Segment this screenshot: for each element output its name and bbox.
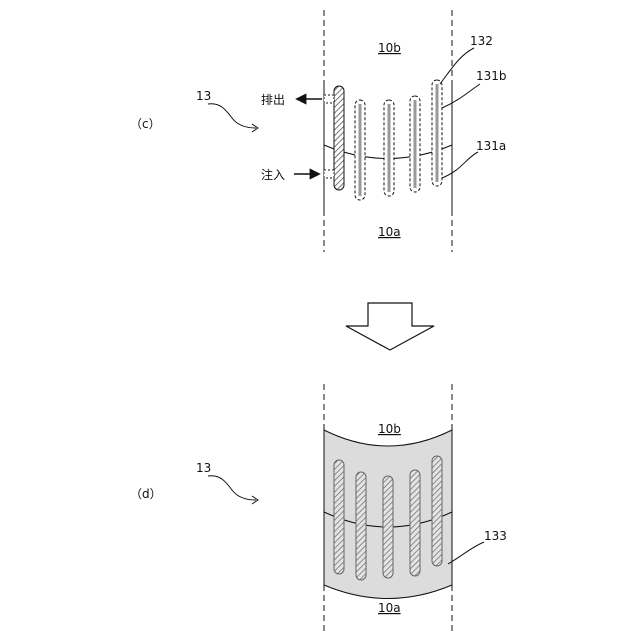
panel-c-rod-1 [334, 86, 344, 190]
panel-d-top-region: 10b [378, 422, 401, 436]
panel-d-rod-3 [383, 476, 393, 578]
panel-c-callout-132: 132 [470, 34, 493, 48]
panel-c-ref-leader [208, 104, 256, 128]
panel-c-callout-132-leader [440, 48, 474, 84]
panel-c-discharge-port [324, 95, 334, 103]
panel-d-rod-4 [410, 470, 420, 576]
panel-d-callout-133-leader [448, 542, 484, 564]
panel-c-callout-131a: 131a [476, 139, 506, 153]
panel-c-discharge-label: 排出 [261, 93, 285, 107]
panel-d-rod-5 [432, 456, 442, 566]
panel-c-callout-131b: 131b [476, 69, 507, 83]
transition-down-arrow-icon [346, 303, 434, 350]
panel-d: （d） 13 10b 10a 133 [130, 384, 507, 632]
panel-c-label: （c） [130, 117, 161, 131]
panel-d-rod-2 [356, 472, 366, 580]
panel-c-inject-port [324, 170, 334, 178]
panel-d-rod-1 [334, 460, 344, 574]
panel-c-rod-3-core [388, 104, 391, 192]
panel-d-ref-leader [208, 476, 256, 500]
panel-c-rod-2-core [359, 104, 362, 196]
panel-c-bottom-region: 10a [378, 225, 401, 239]
panel-c-inject-label: 注入 [261, 167, 285, 182]
panel-c-callout-131a-leader [442, 152, 478, 178]
panel-d-callout-133: 133 [484, 529, 507, 543]
panel-c-rod-4-core [414, 100, 417, 188]
panel-d-ref: 13 [196, 461, 211, 475]
panel-c-top-region: 10b [378, 41, 401, 55]
panel-c-rods [334, 80, 442, 200]
panel-d-label: （d） [130, 487, 162, 501]
panel-c-rod-5-core [436, 84, 439, 182]
panel-d-bottom-region: 10a [378, 601, 401, 615]
panel-c-ref: 13 [196, 89, 211, 103]
panel-c: （c） 13 [130, 10, 507, 252]
panel-c-callout-131b-leader [442, 84, 480, 108]
